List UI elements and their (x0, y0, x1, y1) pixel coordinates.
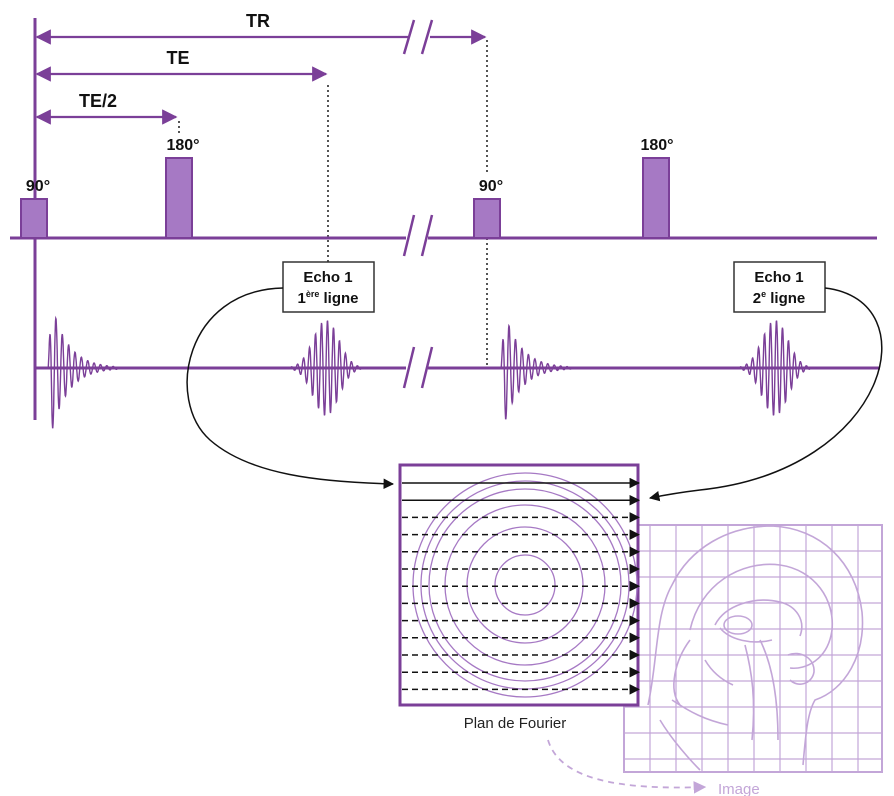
pulse-180-first-label: 180° (166, 137, 199, 154)
echo-1-label-box: Echo 1 1ère ligne (282, 261, 375, 313)
pulse-180-first (165, 157, 193, 239)
signal-baseline (35, 346, 880, 389)
fid-signal-second (500, 323, 573, 420)
pulse-90-first-label: 90° (26, 178, 50, 195)
echo-2-title: Echo 1 (754, 269, 803, 286)
echo-1-line-sup: ère (306, 289, 320, 299)
pulse-90-second (473, 198, 501, 239)
echo-2-line-word: ligne (766, 290, 805, 307)
brain-mri-sketch (647, 525, 864, 771)
echo-2-line-number: 2 (753, 290, 761, 307)
k-space-lines (402, 477, 641, 695)
rf-line (10, 214, 877, 257)
fid-signal-first (47, 315, 119, 429)
pulse-180-second (642, 157, 670, 239)
echo-signal-second (732, 320, 818, 416)
svg-text:1ère ligne: 1ère ligne (297, 289, 358, 307)
tr-label: TR (246, 11, 270, 31)
tr-interval (35, 19, 487, 55)
fourier-to-image-arrow (547, 739, 707, 794)
pulse-90-second-label: 90° (479, 178, 503, 195)
echo-1-title: Echo 1 (303, 269, 352, 286)
echo-2-line-sup: e (761, 289, 766, 299)
echo-signal-first (283, 320, 369, 416)
k-space-rings (412, 472, 638, 698)
echo-2-to-k-space-arrow (648, 287, 883, 502)
svg-text:2e ligne: 2e ligne (753, 289, 806, 307)
echo-1-to-k-space-arrow (186, 287, 395, 489)
fourier-plane-label: Plan de Fourier (464, 715, 567, 732)
echo-1-line-word: ligne (319, 290, 358, 307)
pulse-90-first (20, 198, 48, 239)
te-label: TE (166, 48, 189, 68)
te-half-label: TE/2 (79, 91, 117, 111)
echo-1-line-number: 1 (297, 290, 305, 307)
pulse-180-second-label: 180° (640, 137, 673, 154)
image-label: Image (718, 781, 760, 796)
fourier-plane (398, 463, 641, 707)
echo-2-label-box: Echo 1 2e ligne (733, 261, 826, 313)
